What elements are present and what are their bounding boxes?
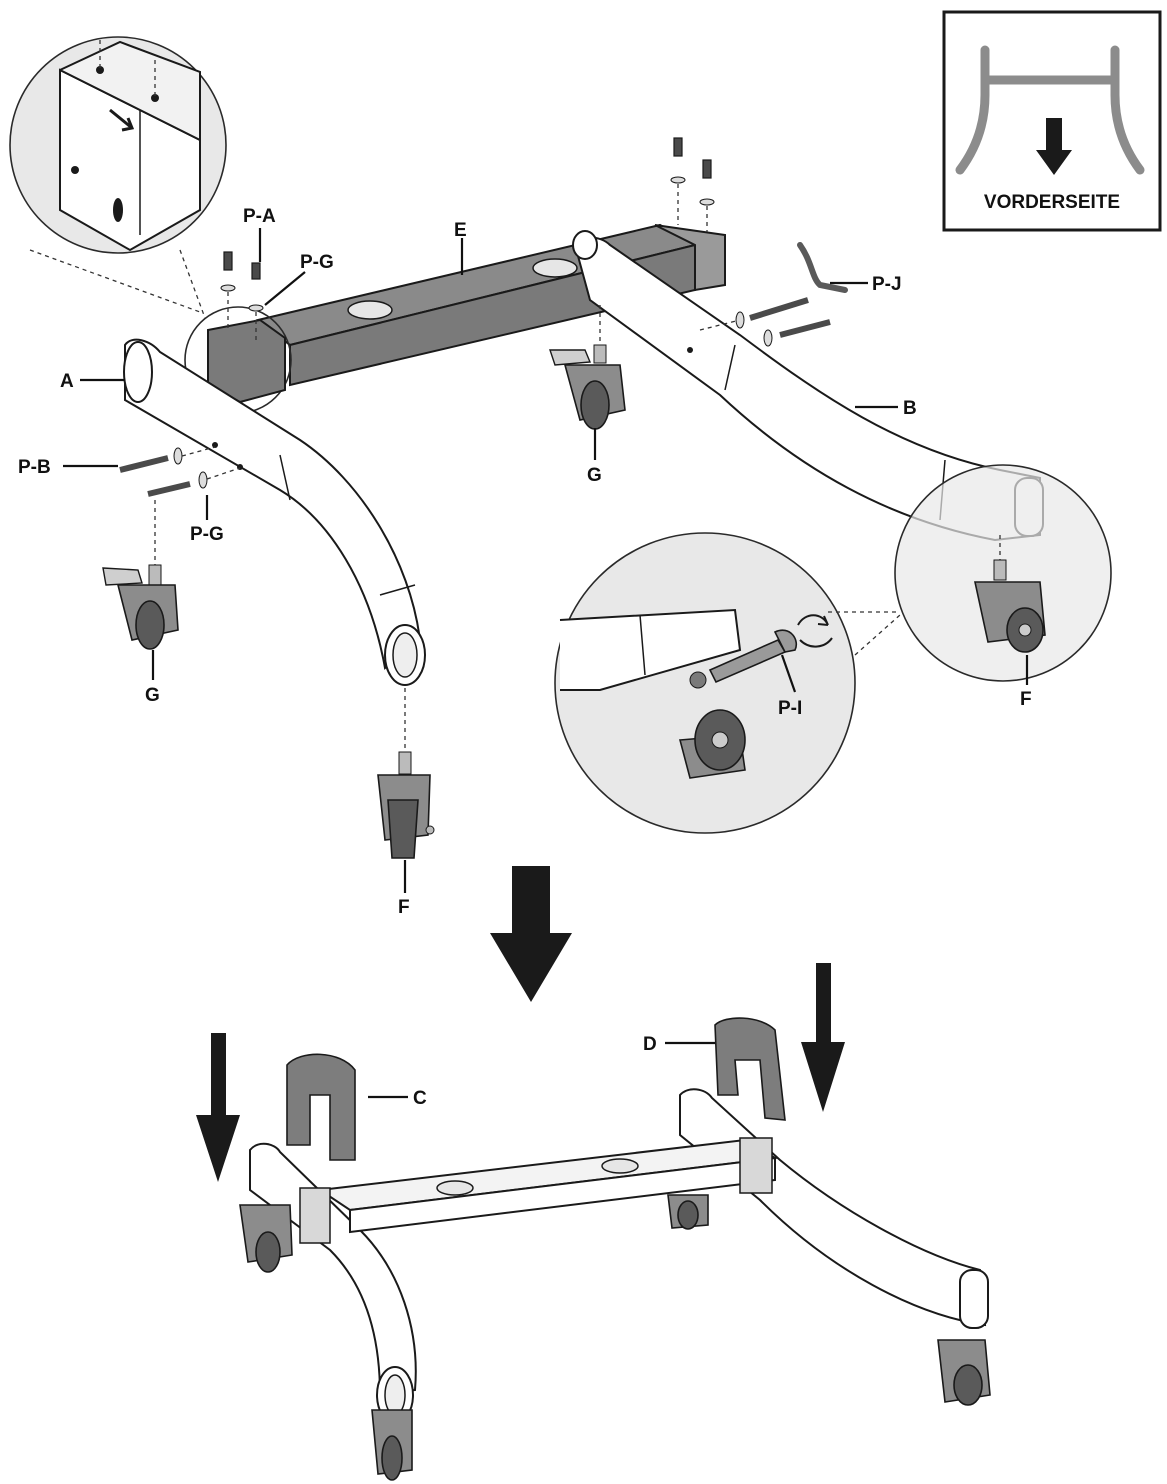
rail-a [123,338,426,686]
label-d: D [643,1034,657,1055]
allen-key-icon [797,242,848,293]
part-labels: A B C D E P-A P-G P-B P-G P-J P-I G G F … [18,206,1032,1109]
hardware-top [119,137,848,497]
caster-f-right [974,535,1046,653]
rotate-arrow-icon [797,614,829,626]
front-arrow-icon [1036,118,1072,175]
front-side-label: VORDERSEITE [984,192,1120,213]
label-p-g-top: P-G [300,252,334,273]
caster-f-left [377,688,435,859]
label-p-a: P-A [243,206,276,227]
label-p-b: P-B [18,457,51,478]
label-p-g-bottom: P-G [190,524,224,545]
label-a: A [60,371,74,392]
label-f-right: F [1020,689,1032,710]
label-g-left: G [145,685,160,706]
label-c: C [413,1088,427,1109]
wrench-detail-zoom [554,532,901,834]
caster-g-left [102,500,179,650]
cap-c-down-arrow-icon [196,1033,240,1182]
bracket-detail-zoom [9,36,227,319]
end-cap-d [714,1017,786,1121]
label-p-i: P-I [778,698,802,719]
next-step-arrow-icon [490,866,572,1002]
label-g-right: G [587,465,602,486]
leader-lines [63,228,1029,1099]
cap-d-down-arrow-icon [801,963,845,1112]
front-side-legend: VORDERSEITE [942,10,1162,232]
end-cap-c [286,1053,356,1161]
label-b: B [903,398,917,419]
caster-g-right [549,305,626,430]
label-f-left: F [398,897,410,918]
label-p-j: P-J [872,274,902,295]
assembled-frame [239,1088,991,1481]
label-e: E [454,220,467,241]
